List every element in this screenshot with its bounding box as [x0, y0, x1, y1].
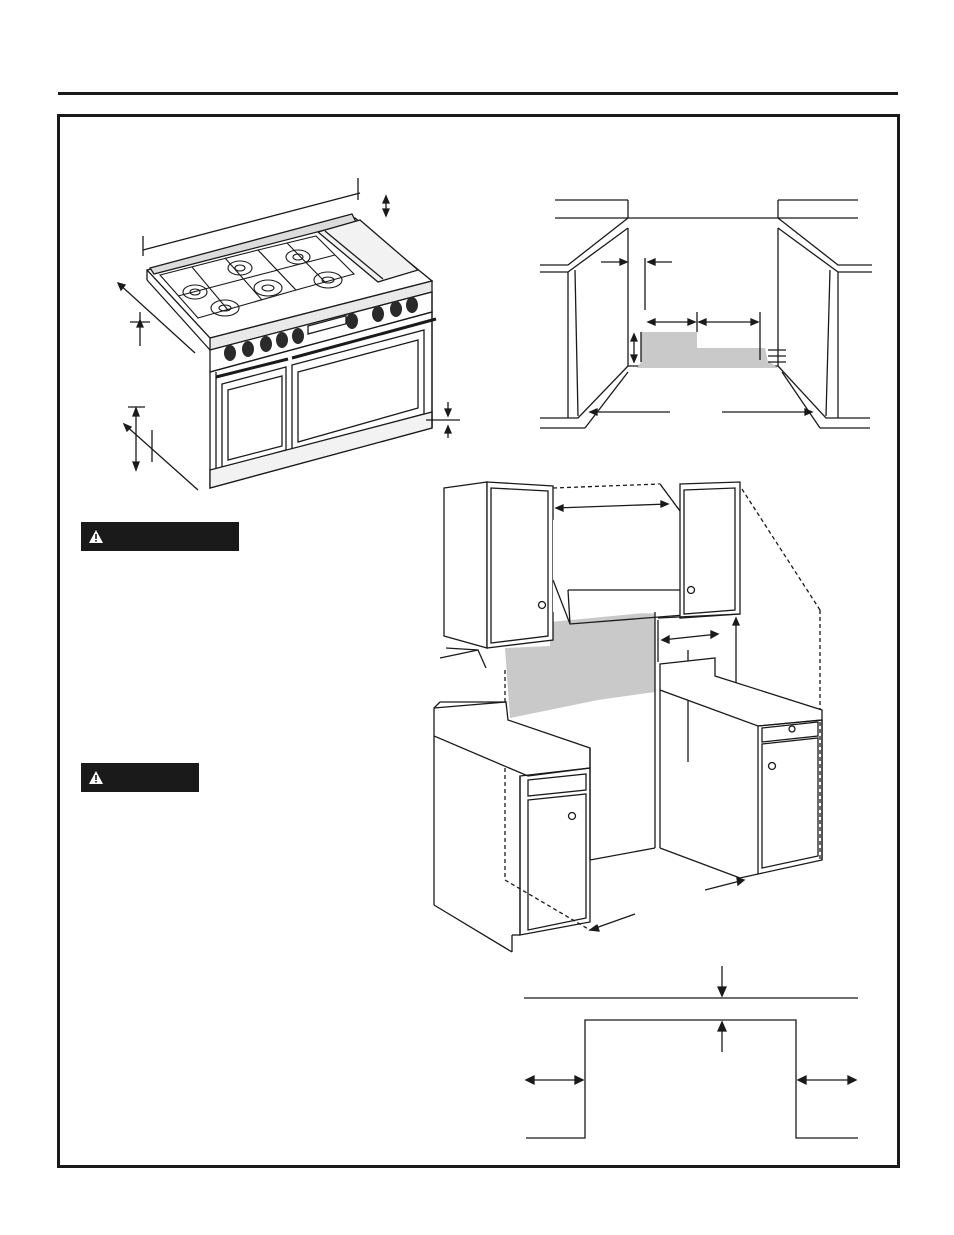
range-illustration: [116, 178, 460, 491]
warning-triangle-icon: [89, 530, 103, 543]
warning-triangle-icon: [89, 771, 103, 784]
warning-banner-2: [81, 763, 199, 792]
content-frame: [57, 114, 900, 1168]
cutout-front-view: [540, 199, 872, 429]
clearance-profile: [524, 966, 858, 1139]
warning-banner-1: [81, 522, 239, 551]
header-rule: [58, 92, 898, 95]
cabinet-perspective: [433, 481, 823, 953]
